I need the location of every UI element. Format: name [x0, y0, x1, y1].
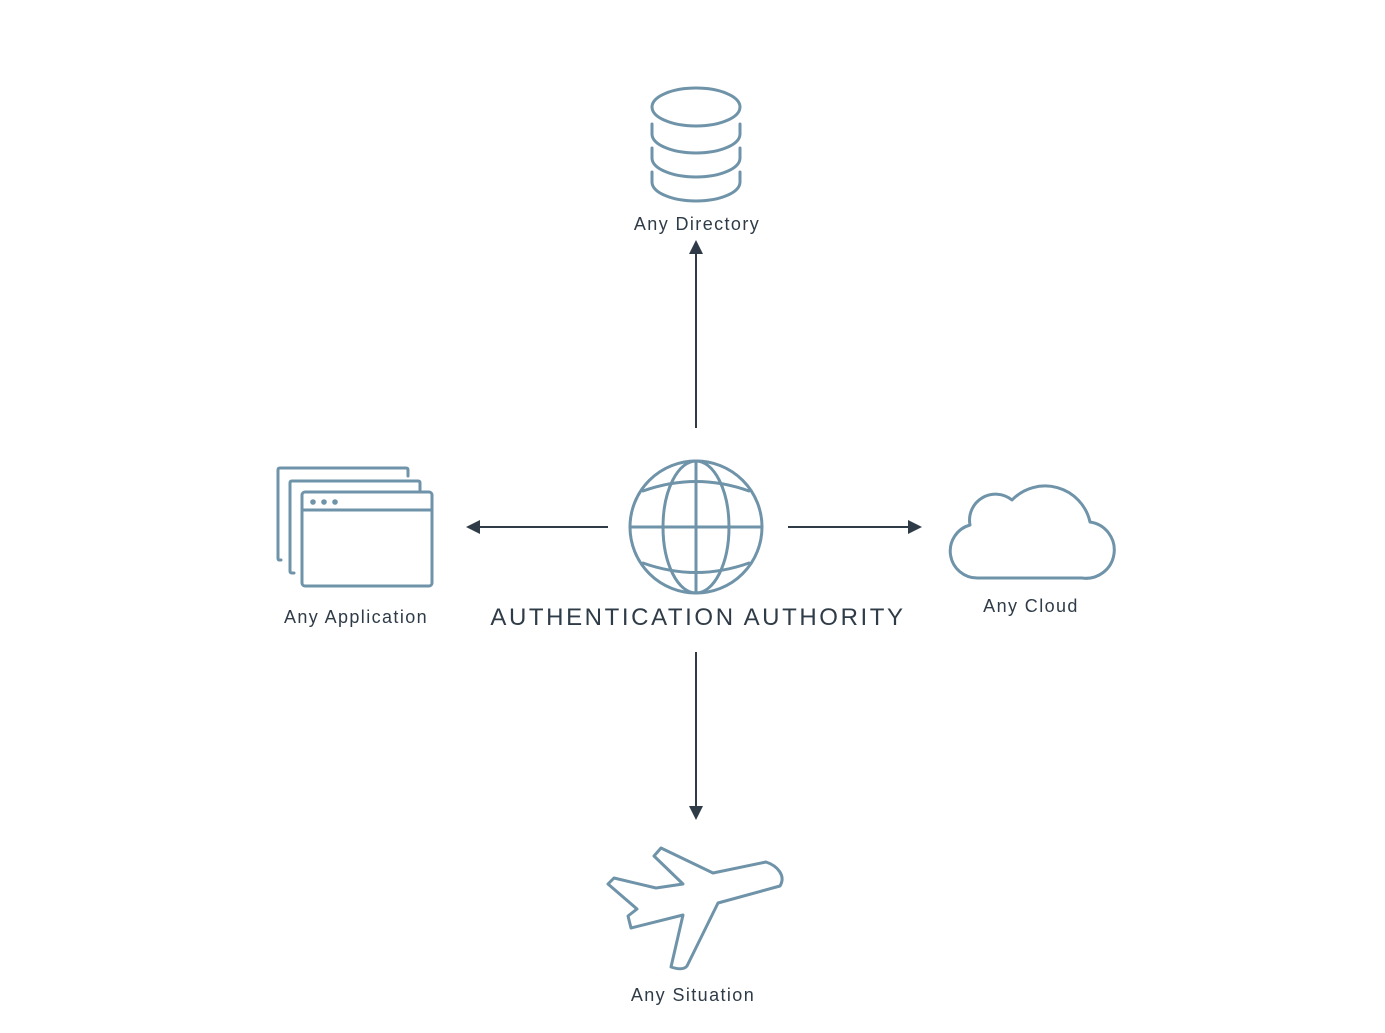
situation-label: Any Situation	[630, 985, 756, 1005]
cloud-label: Any Cloud	[983, 596, 1079, 616]
arrow-to-application	[466, 520, 608, 534]
application-label: Any Application	[283, 607, 429, 627]
browser-dots	[310, 499, 338, 505]
cloud-icon	[948, 484, 1116, 580]
browser-windows-icon	[276, 466, 434, 588]
airplane-icon	[606, 846, 784, 971]
directory-label: Any Directory	[633, 214, 761, 234]
arrow-to-directory	[689, 240, 703, 428]
arrow-to-cloud	[788, 520, 922, 534]
database-icon	[650, 86, 742, 203]
authentication-authority-label: AUTHENTICATION AUTHORITY	[490, 604, 906, 631]
arrow-to-situation	[689, 652, 703, 820]
globe-icon	[628, 459, 764, 595]
